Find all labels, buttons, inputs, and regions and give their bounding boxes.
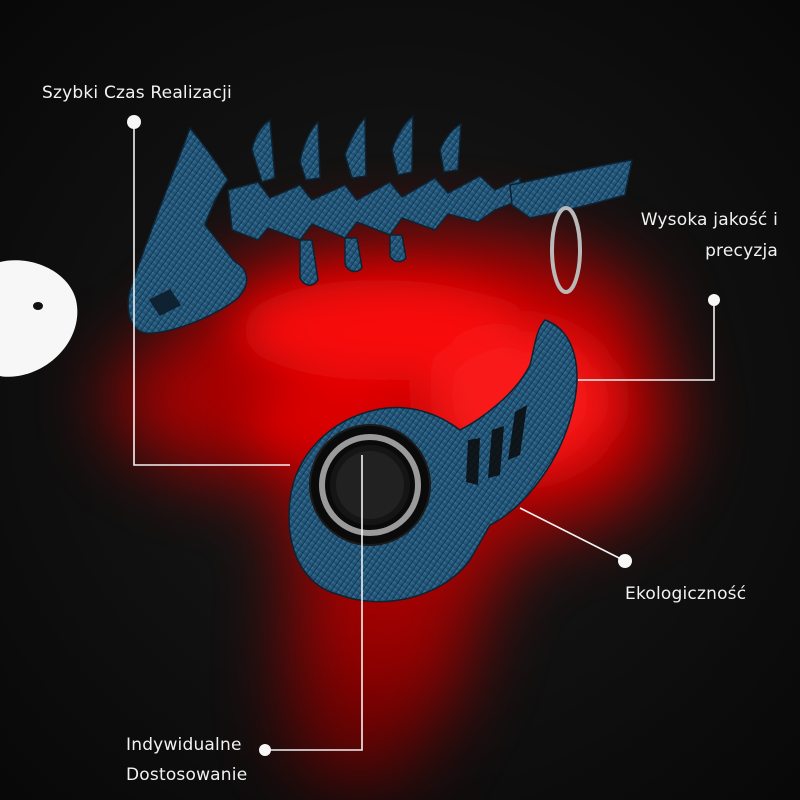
feature-custom-line2: Dostosowanie — [126, 764, 248, 785]
feature-quality-line1: Wysoka jakość i — [640, 210, 778, 230]
feature-customization: Indywidualne Dostosowanie — [126, 731, 247, 791]
feature-quality: Wysoka jakość i precyzja — [518, 205, 778, 268]
feature-eco-text: Ekologiczność — [625, 584, 747, 604]
feature-eco: Ekologiczność — [625, 582, 746, 608]
feature-quality-line2: precyzja — [705, 241, 778, 262]
callout-dots — [127, 115, 720, 756]
feature-fast-realization: Szybki Czas Realizacji — [42, 81, 232, 107]
feature-fast-text: Szybki Czas Realizacji — [42, 83, 232, 103]
callout-lines — [133, 125, 715, 751]
fish-skeleton — [127, 114, 633, 334]
feature-custom-line1: Indywidualne — [126, 735, 242, 755]
white-blob — [0, 260, 78, 377]
bearing-icon — [309, 424, 431, 546]
keyring-icon — [550, 206, 582, 294]
